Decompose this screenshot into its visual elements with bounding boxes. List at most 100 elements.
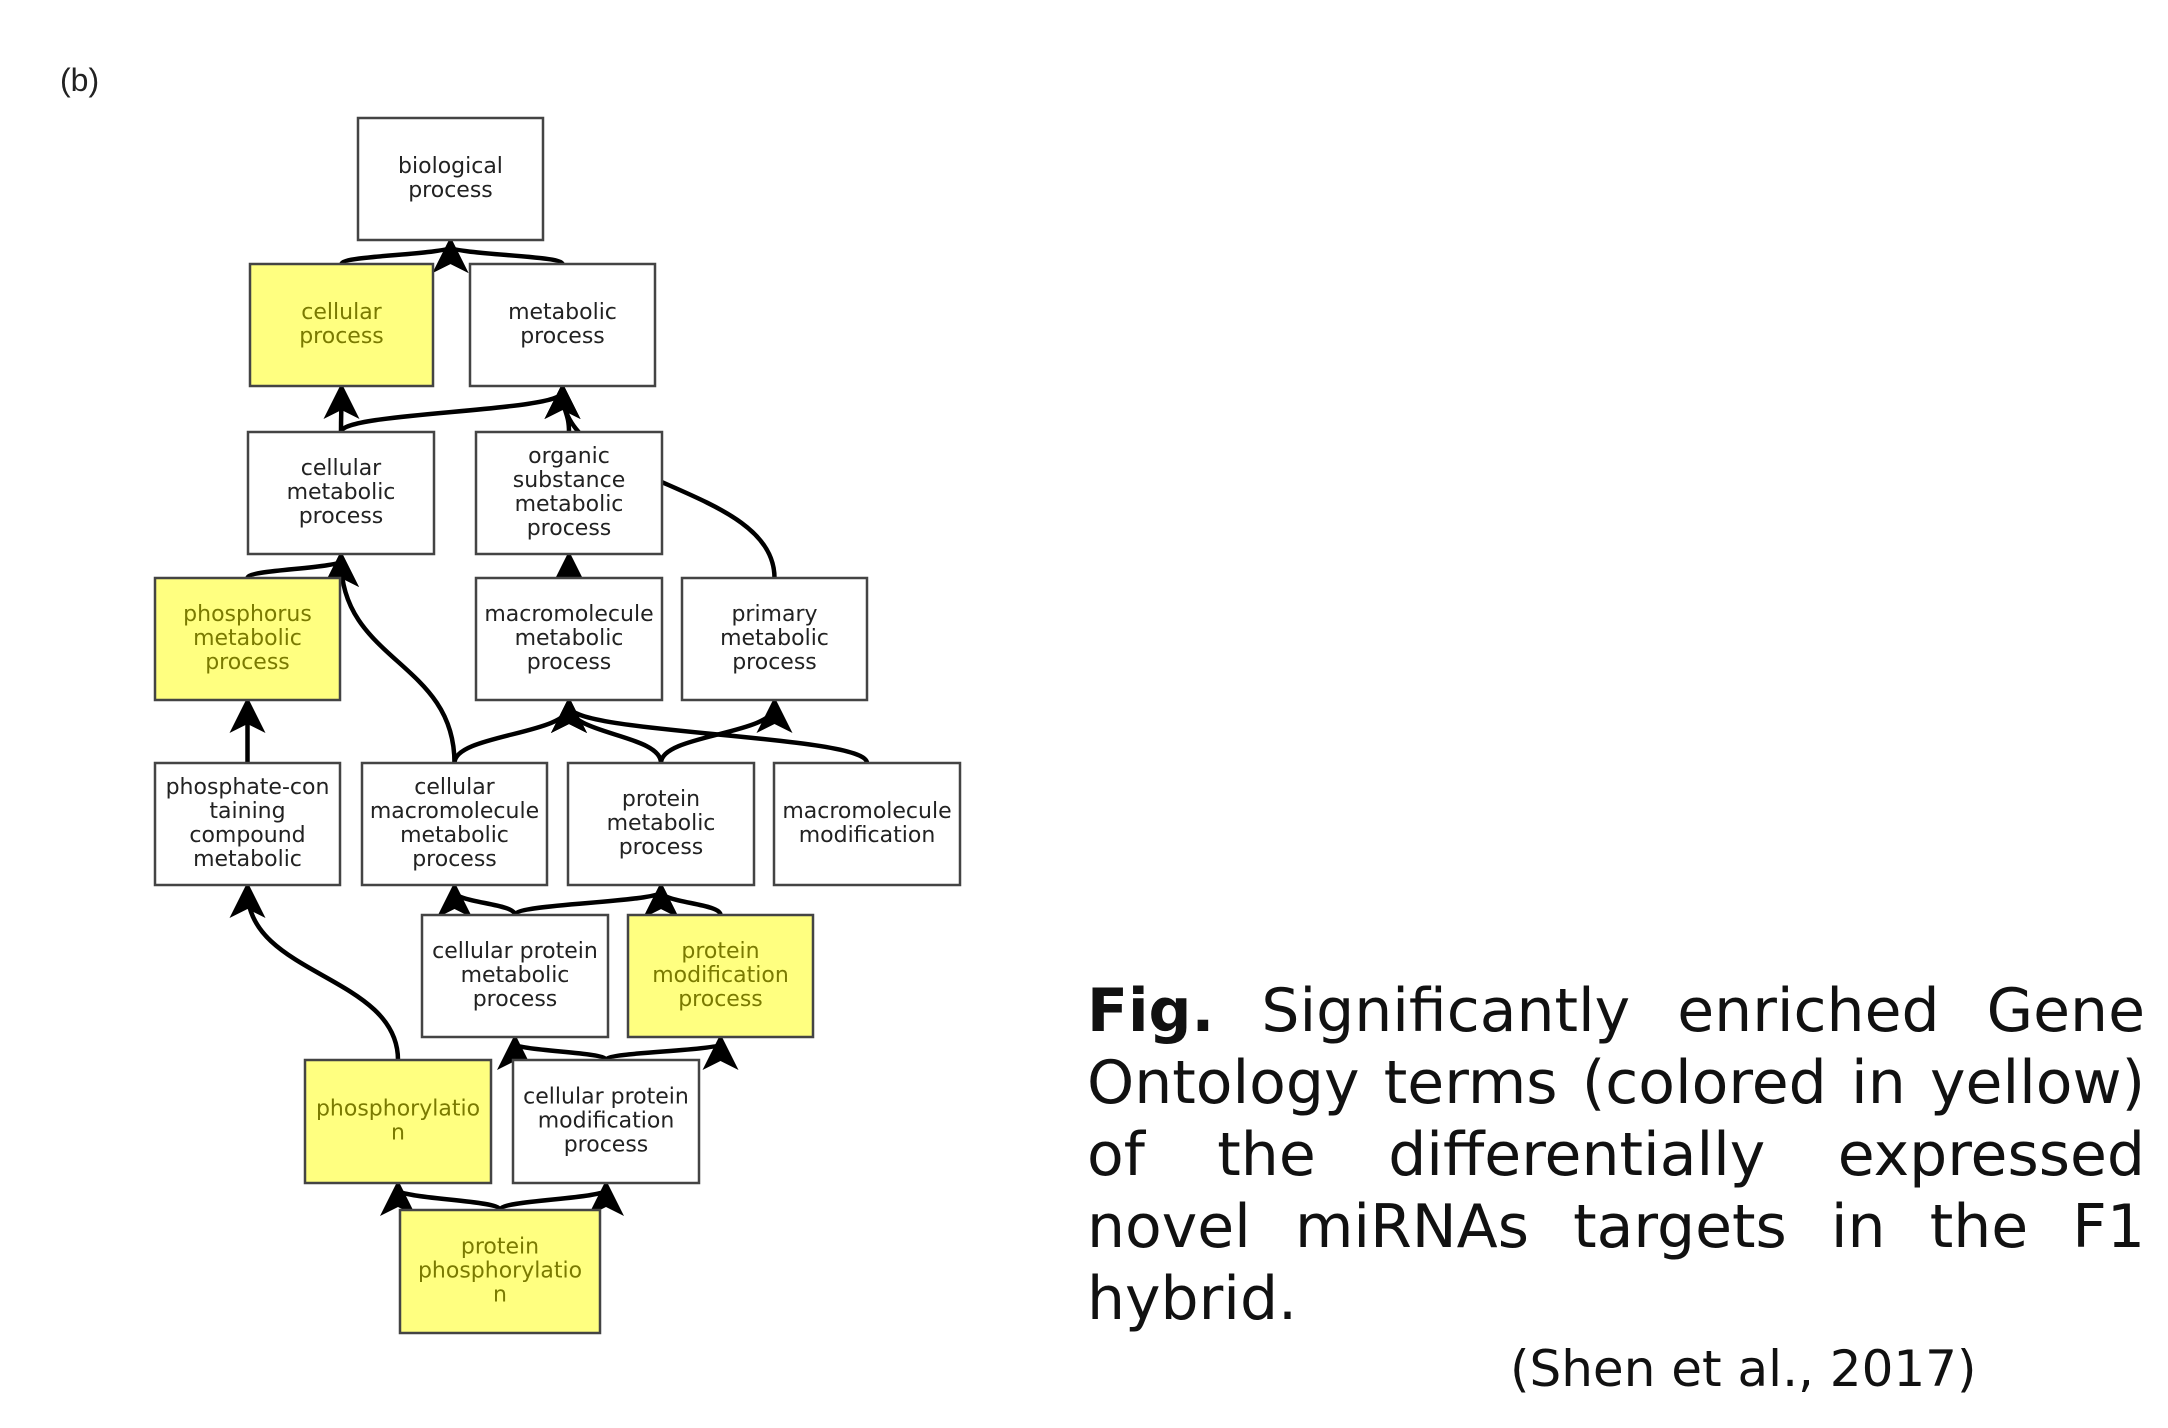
go-node-box	[356, 116, 545, 242]
go-node-label-line: modification	[799, 823, 936, 848]
go-node-box	[398, 1208, 602, 1335]
go-node-label-line: process	[205, 650, 290, 675]
edge-cellular_protein_modification_process-to-cellular_protein_metabolic_process	[497, 1034, 609, 1071]
go-node-box	[626, 913, 815, 1039]
go-node-label-line: process	[527, 516, 612, 541]
edge-cellular_metabolic_process-to-cellular_process	[323, 383, 360, 433]
nodes-layer: biologicalprocesscellularprocessmetaboli…	[153, 116, 962, 1335]
edge-cellular_protein_metabolic_process-to-protein_metabolic_process	[512, 882, 679, 919]
go-node-box	[680, 576, 869, 702]
go-node-box	[153, 761, 342, 887]
go-node-box	[566, 761, 756, 887]
go-node-label-line: metabolic	[720, 626, 829, 651]
edge-phosphorus_metabolic_process-to-cellular_metabolic_process	[245, 551, 359, 588]
go-node-box	[772, 761, 962, 887]
go-node-label-line: cellular	[301, 456, 382, 481]
caption-prefix: Fig.	[1087, 976, 1215, 1046]
edge-protein_phosphorylation-to-phosphorylation	[380, 1180, 503, 1217]
go-node-label-line: macromolecule	[484, 602, 653, 627]
go-node-label-line: phosphorylatio	[418, 1259, 582, 1284]
edge-cellular_macromolecule_metabolic_process-to-cellular_metabolic_process	[323, 551, 457, 764]
go-node-label-line: cellular protein	[432, 939, 598, 964]
go-node-box	[474, 576, 664, 702]
go-node-label-line: process	[412, 847, 497, 872]
go-node-label-line: process	[732, 650, 817, 675]
edge-cellular_protein_modification_process-to-protein_modification_process	[603, 1034, 739, 1071]
citation: (Shen et al., 2017)	[1510, 1340, 1977, 1398]
edge-cellular_protein_metabolic_process-to-cellular_macromolecule_metabolic_process	[436, 882, 518, 919]
go-node-box	[360, 761, 549, 887]
go-node-label-line: cellular protein	[523, 1085, 689, 1110]
go-node-label-line: metabolic	[607, 811, 716, 836]
go-node-label-line: macromolecule	[782, 799, 951, 824]
go-node-label-line: n	[391, 1121, 405, 1146]
go-node-label-line: phosphate-con	[166, 775, 330, 800]
go-node-box	[420, 913, 610, 1039]
panel-label: (b)	[60, 62, 100, 98]
edge-protein_phosphorylation-to-cellular_protein_modification_process	[497, 1180, 624, 1217]
go-node-label-line: metabolic	[515, 492, 624, 517]
go-node-box	[303, 1058, 493, 1185]
go-node-label-line: process	[408, 178, 493, 203]
go-node-label-line: primary	[731, 602, 817, 627]
go-node-label-line: process	[473, 987, 558, 1012]
edge-metabolic_process-to-biological_process	[432, 237, 565, 274]
go-node-label-line: phosphorus	[183, 602, 312, 627]
go-node-label-line: protein	[622, 787, 700, 812]
go-node-label-line: compound	[189, 823, 305, 848]
go-node-label-line: organic	[528, 444, 610, 469]
go-node-box	[468, 262, 657, 388]
edge-phosphorylation-to-phosphate_containing_compound_metabolic	[229, 882, 401, 1061]
go-node-label-line: metabolic	[515, 626, 624, 651]
go-node-label-line: metabolic	[508, 300, 617, 325]
go-node-label-line: protein	[681, 939, 759, 964]
go-node-label-line: metabolic	[193, 626, 302, 651]
go-node-label-line: modification	[538, 1109, 675, 1134]
edge-cellular_process-to-biological_process	[339, 237, 469, 274]
go-node-label-line: process	[678, 987, 763, 1012]
edge-primary_metabolic_process-to-metabolic_process	[544, 383, 777, 579]
go-node-label-line: cellular	[414, 775, 495, 800]
go-node-label-line: metabolic	[287, 480, 396, 505]
go-node-label-line: protein	[461, 1235, 539, 1260]
go-node-label-line: process	[299, 504, 384, 529]
edge-macromolecule_modification-to-macromolecule_metabolic_process	[551, 697, 870, 765]
go-node-box	[248, 262, 435, 388]
go-node-label-line: process	[619, 835, 704, 860]
go-node-label-line: process	[564, 1133, 649, 1158]
caption-text: Significantly enriched Gene Ontology ter…	[1087, 976, 2145, 1334]
figure-caption: Fig. Significantly enriched Gene Ontolog…	[1087, 975, 2145, 1335]
edge-protein_modification_process-to-protein_metabolic_process	[643, 882, 723, 919]
go-node-label-line: biological	[398, 154, 503, 179]
go-node-label-line: phosphorylatio	[316, 1097, 480, 1122]
go-node-label-line: substance	[513, 468, 626, 493]
go-node-box	[511, 1058, 701, 1185]
go-node-label-line: metabolic	[461, 963, 570, 988]
go-node-label-line: modification	[652, 963, 789, 988]
go-node-label-line: process	[527, 650, 612, 675]
go-node-label-line: taining	[209, 799, 285, 824]
go-node-box	[153, 576, 342, 702]
go-node-label-line: macromolecule	[370, 799, 539, 824]
go-node-label-line: n	[493, 1283, 507, 1308]
edges-layer	[229, 237, 870, 1217]
go-node-label-line: process	[299, 324, 384, 349]
go-node-label-line: metabolic	[400, 823, 509, 848]
